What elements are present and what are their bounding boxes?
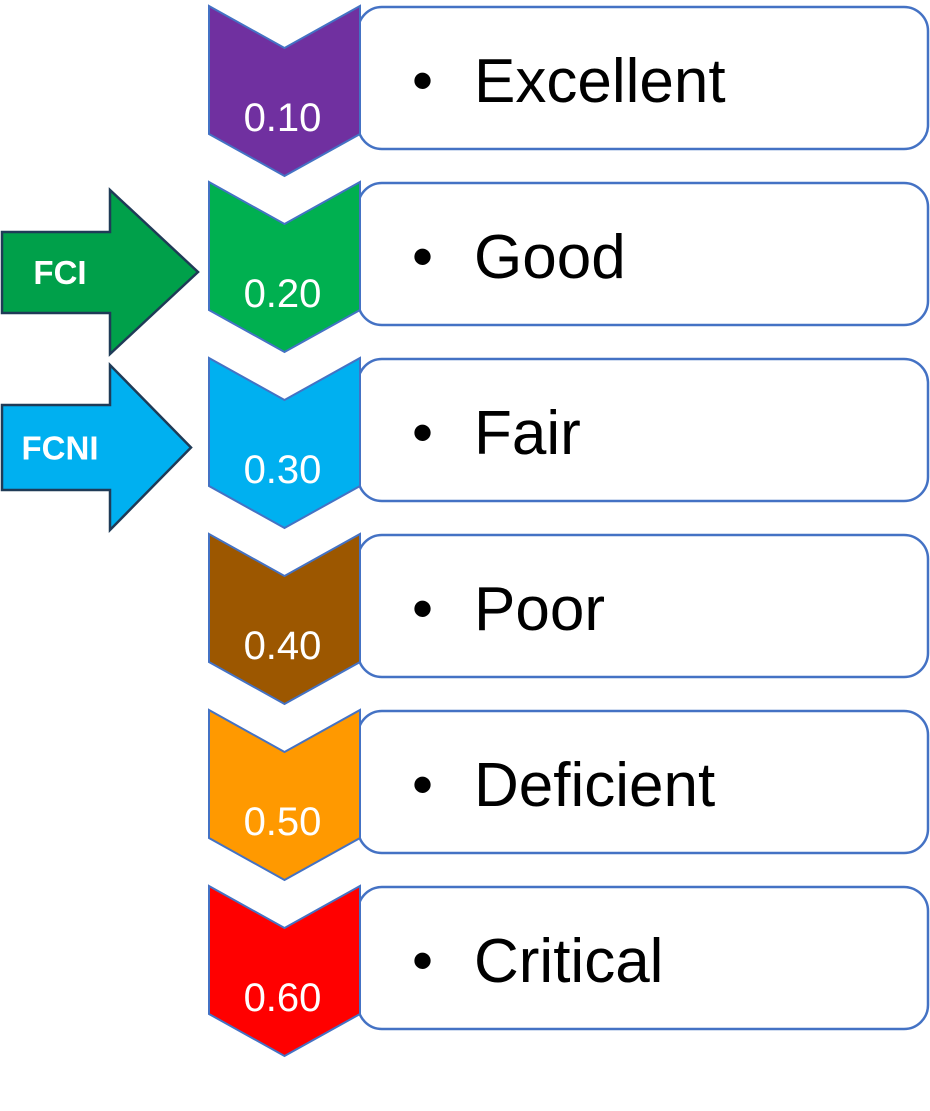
level-row-excellent: • Excellent [356, 5, 930, 151]
arrow-shape [0, 187, 200, 357]
level-label: Deficient [474, 751, 715, 820]
chevron-0.10: 0.10 [208, 4, 361, 178]
chevron-shape [208, 180, 361, 354]
level-box [356, 181, 930, 327]
bullet: • [412, 223, 433, 290]
level-box [356, 357, 930, 503]
level-label: Fair [474, 399, 581, 468]
level-label: Excellent [474, 47, 726, 116]
chevron-shape [208, 708, 361, 882]
level-value: 0.60 [244, 976, 322, 1020]
level-box [356, 533, 930, 679]
level-value: 0.50 [244, 800, 322, 844]
chevron-0.50: 0.50 [208, 708, 361, 882]
arrow-shape [0, 361, 193, 534]
chevron-0.20: 0.20 [208, 180, 361, 354]
level-row-good: • Good [356, 181, 930, 327]
pointer-arrow-fci: FCI [0, 187, 200, 357]
pointer-label: FCI [33, 254, 86, 291]
level-row-fair: • Fair [356, 357, 930, 503]
bullet: • [412, 399, 433, 466]
level-value: 0.40 [244, 624, 322, 668]
level-label: Poor [474, 575, 605, 644]
level-row-poor: • Poor [356, 533, 930, 679]
bullet: • [412, 47, 433, 114]
level-row-critical: • Critical [356, 885, 930, 1031]
bullet: • [412, 751, 433, 818]
pointer-arrow-fcni: FCNI [0, 361, 193, 534]
level-label: Good [474, 223, 626, 292]
chevron-shape [208, 4, 361, 178]
level-row-deficient: • Deficient [356, 709, 930, 855]
chevron-shape [208, 356, 361, 530]
chevron-0.30: 0.30 [208, 356, 361, 530]
chevron-shape [208, 884, 361, 1058]
level-value: 0.20 [244, 272, 322, 316]
bullet: • [412, 927, 433, 994]
bullet: • [412, 575, 433, 642]
chevron-0.60: 0.60 [208, 884, 361, 1058]
level-value: 0.30 [244, 448, 322, 492]
level-value: 0.10 [244, 96, 322, 140]
pointer-label: FCNI [22, 430, 99, 467]
level-label: Critical [474, 927, 663, 996]
chevron-0.40: 0.40 [208, 532, 361, 706]
chevron-shape [208, 532, 361, 706]
